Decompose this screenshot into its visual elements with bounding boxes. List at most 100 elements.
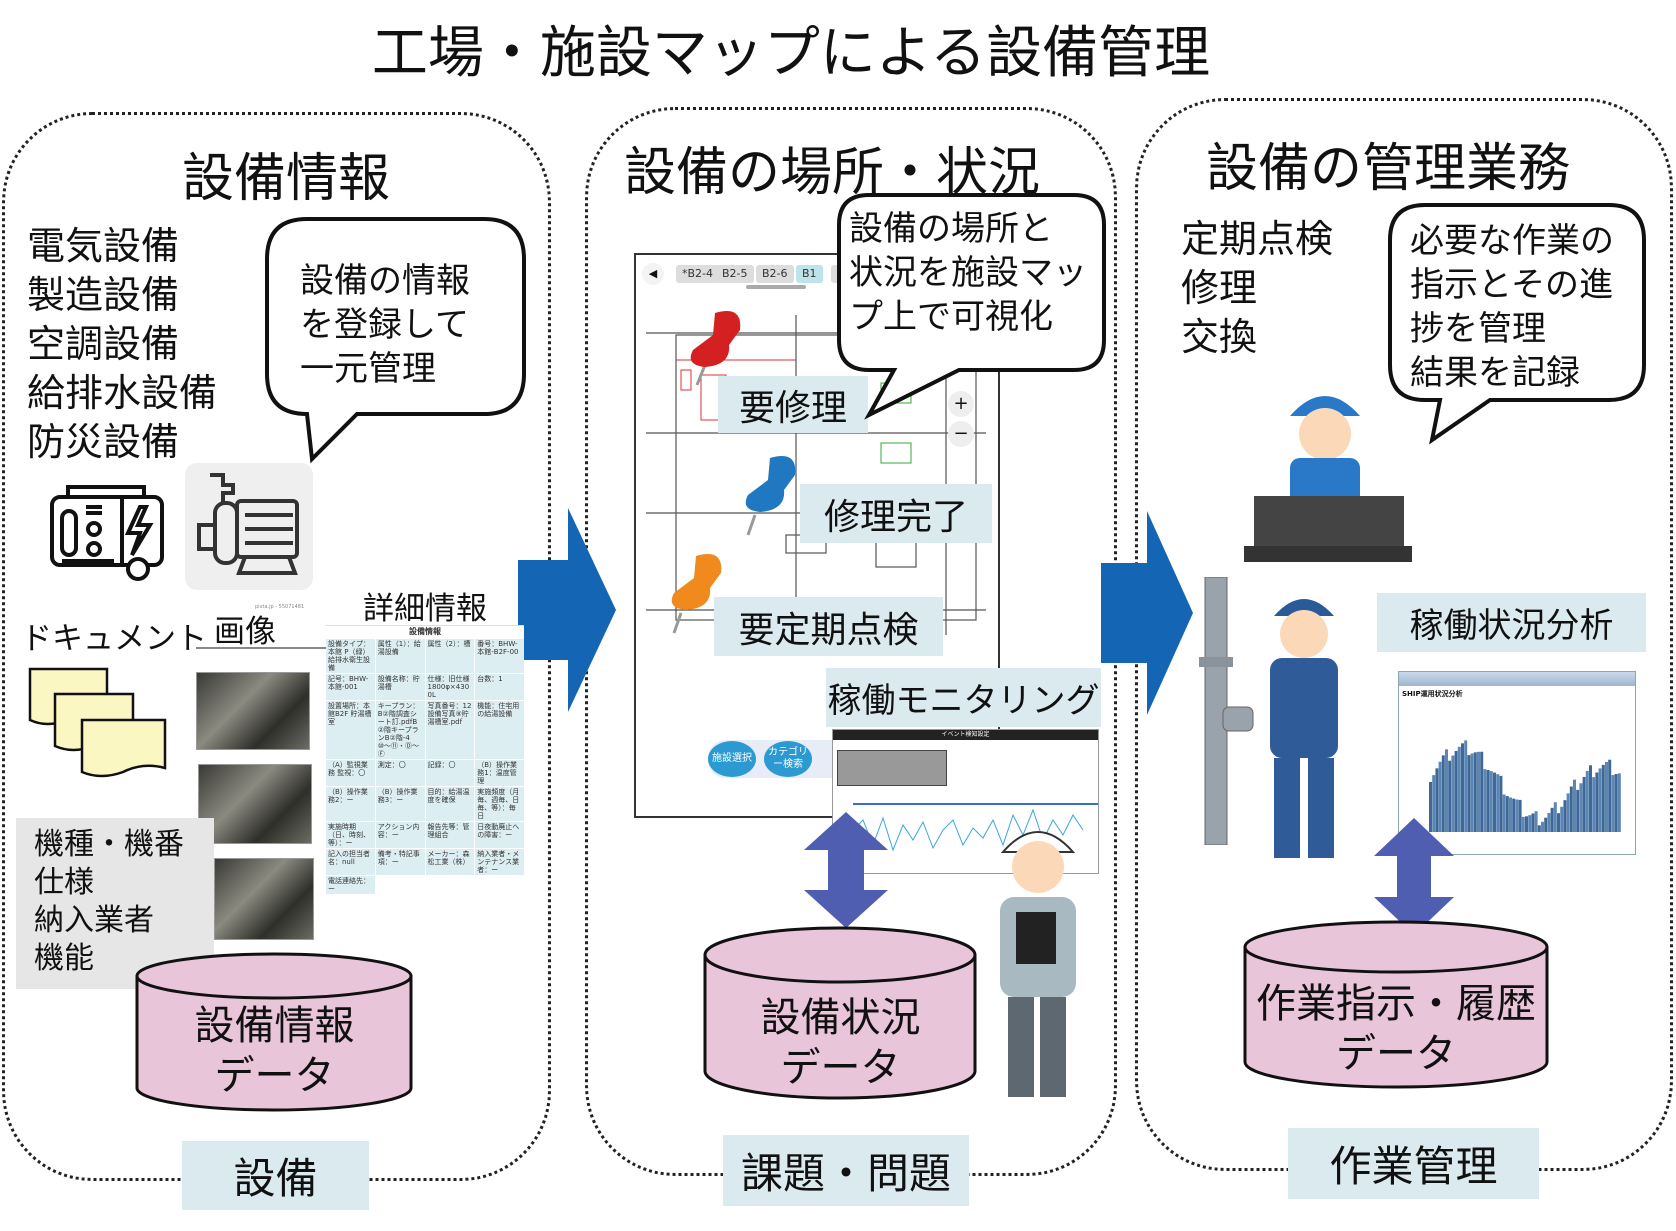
bubble-line: 指示とその進 — [1410, 265, 1613, 305]
database-cylinder — [135, 952, 413, 1112]
analysis-bar — [1550, 807, 1554, 832]
detail-table-cell: 写真番号：12 設備写真⑨貯湯槽室.pdf — [425, 701, 475, 759]
detail-table-cell: 記録：〇 — [425, 760, 475, 786]
detail-table-cell: 納入業者・メンテナンス業者：ー — [475, 849, 524, 875]
task-item: 交換 — [1181, 315, 1258, 359]
analysis-bar — [1493, 772, 1496, 832]
bubble-line: 必要な作業の — [1410, 221, 1614, 261]
analysis-bar — [1518, 799, 1522, 832]
analysis-bar — [1537, 825, 1541, 832]
attribute-item: 機種・機番 — [34, 827, 184, 862]
analysis-bar — [1566, 793, 1570, 832]
floor-tab[interactable]: B2-6 — [756, 265, 794, 283]
equipment-photo — [214, 858, 314, 940]
analysis-bar-chart — [1429, 740, 1621, 832]
footer-issues: 課題・問題 — [723, 1135, 969, 1206]
task-item: 修理 — [1181, 266, 1258, 310]
bubble-line: 捗を管理 — [1410, 309, 1546, 349]
monitoring-label: 稼働モニタリング — [826, 668, 1101, 727]
detail-table-cell: キープラン：B②階調査シート訂.pdfB②階キープランB②階-4 ⑩〜⑪・Ⓓ〜Ⓕ — [375, 701, 425, 759]
speech-bubble-shape — [1388, 203, 1646, 445]
facility-select-button[interactable]: 施設選択 — [708, 741, 756, 777]
bubble-line: 一元管理 — [300, 349, 436, 389]
analysis-bar — [1448, 760, 1452, 832]
analysis-bar — [1438, 761, 1442, 832]
analysis-bar — [1461, 743, 1464, 832]
analysis-bar — [1435, 768, 1439, 832]
category-search-button[interactable]: カテゴリー検索 — [764, 741, 812, 777]
detail-table-cell: （B）操作業務2：ー — [326, 787, 375, 821]
analysis-bar — [1573, 779, 1576, 832]
detail-table-cell: 台数：1 — [475, 674, 524, 700]
analysis-bar — [1473, 752, 1477, 832]
analysis-bar — [1544, 817, 1548, 832]
bubble-line: 結果を記録 — [1410, 353, 1580, 393]
detail-table-cell: 設備名称：貯湯槽 — [375, 674, 425, 700]
detail-label: 詳細情報 — [363, 591, 487, 627]
analysis-bar — [1531, 813, 1535, 832]
back-button[interactable]: ◀ — [642, 263, 664, 285]
floor-tab[interactable]: *B2-4 — [676, 265, 720, 283]
analysis-bar — [1585, 770, 1589, 832]
analysis-bar — [1432, 775, 1436, 832]
bubble-line: を登録して — [300, 305, 469, 345]
bubble-line: 状況を施設マッ — [849, 253, 1087, 293]
generator-icon — [50, 485, 164, 581]
analysis-bar — [1505, 796, 1509, 832]
analysis-bar — [1451, 755, 1455, 832]
analysis-bar — [1608, 759, 1612, 832]
analysis-window-title: SHIP運用状況分析 — [1402, 690, 1463, 698]
analysis-bar — [1499, 775, 1503, 832]
status-database: 設備状況データ — [702, 925, 979, 1101]
detail-table-cell: 番号：BHW-本館-B2F-00 — [475, 639, 524, 673]
analysis-bar — [1429, 782, 1432, 832]
detail-table-cell: 測定：〇 — [375, 760, 425, 786]
analysis-bar — [1614, 773, 1618, 832]
zoom-out-button[interactable]: − — [948, 421, 974, 447]
detail-table-cell: 記号：BHW-本館-001 — [326, 674, 375, 700]
analysis-bar — [1470, 753, 1474, 832]
browser-titlebar — [1399, 672, 1635, 686]
image-label: 画像 — [214, 614, 276, 650]
analysis-bar — [1589, 765, 1592, 832]
analysis-bar — [1595, 772, 1599, 832]
floor-tab-active[interactable]: B1 — [796, 265, 823, 283]
analysis-bar — [1560, 806, 1564, 832]
tab-scrollbar[interactable] — [746, 285, 806, 289]
equipment-category-list: 電気設備 製造設備 空調設備 給排水設備 防災設備 — [27, 222, 217, 467]
analysis-bar — [1582, 776, 1586, 832]
analysis-bar — [1528, 815, 1532, 832]
detail-table-cell: 報告先等：管理組合 — [425, 822, 475, 848]
equipment-photo — [196, 672, 310, 750]
analysis-bar — [1486, 770, 1490, 832]
bubble-line: 設備の場所と — [849, 209, 1053, 249]
maintenance-worker-illustration — [1270, 599, 1338, 858]
attribute-item: 機能 — [34, 941, 94, 976]
zoom-in-button[interactable]: + — [948, 391, 974, 417]
database-label: 設備状況 — [760, 995, 921, 1041]
equipment-photo — [198, 764, 312, 844]
analysis-bar — [1525, 816, 1528, 832]
category-item: 製造設備 — [27, 273, 180, 317]
document-label: ドキュメント — [21, 621, 207, 657]
page-title: 工場・施設マップによる設備管理 — [371, 21, 1211, 86]
database-cylinder — [1243, 920, 1549, 1089]
analysis-bar — [1598, 768, 1602, 832]
monitoring-window-title: イベント検知設定 — [833, 730, 1098, 740]
analysis-bar — [1521, 816, 1525, 832]
documents-icon — [28, 667, 167, 778]
detail-table-cell: 実施頻度（月毎、週毎、日毎、等）：毎日 — [475, 787, 524, 821]
pin-label-inspection-due: 要定期点検 — [714, 597, 943, 656]
blue-pin-icon — [745, 456, 796, 536]
database-label: データ — [780, 1045, 901, 1091]
analysis-bar — [1445, 749, 1448, 832]
repair-worker-illustration — [1244, 396, 1412, 562]
floor-tab[interactable]: B2-5 — [716, 265, 754, 283]
analysis-bar — [1611, 775, 1615, 832]
analysis-bar — [1454, 750, 1458, 832]
analysis-bar — [1553, 802, 1557, 832]
detail-table-cell: 属性（2）：槽 — [425, 639, 475, 673]
detail-table-cell: 設置場所：本館B2F 貯湯槽室 — [326, 701, 375, 759]
pump-icon — [197, 473, 299, 575]
analysis-bar — [1563, 800, 1567, 832]
